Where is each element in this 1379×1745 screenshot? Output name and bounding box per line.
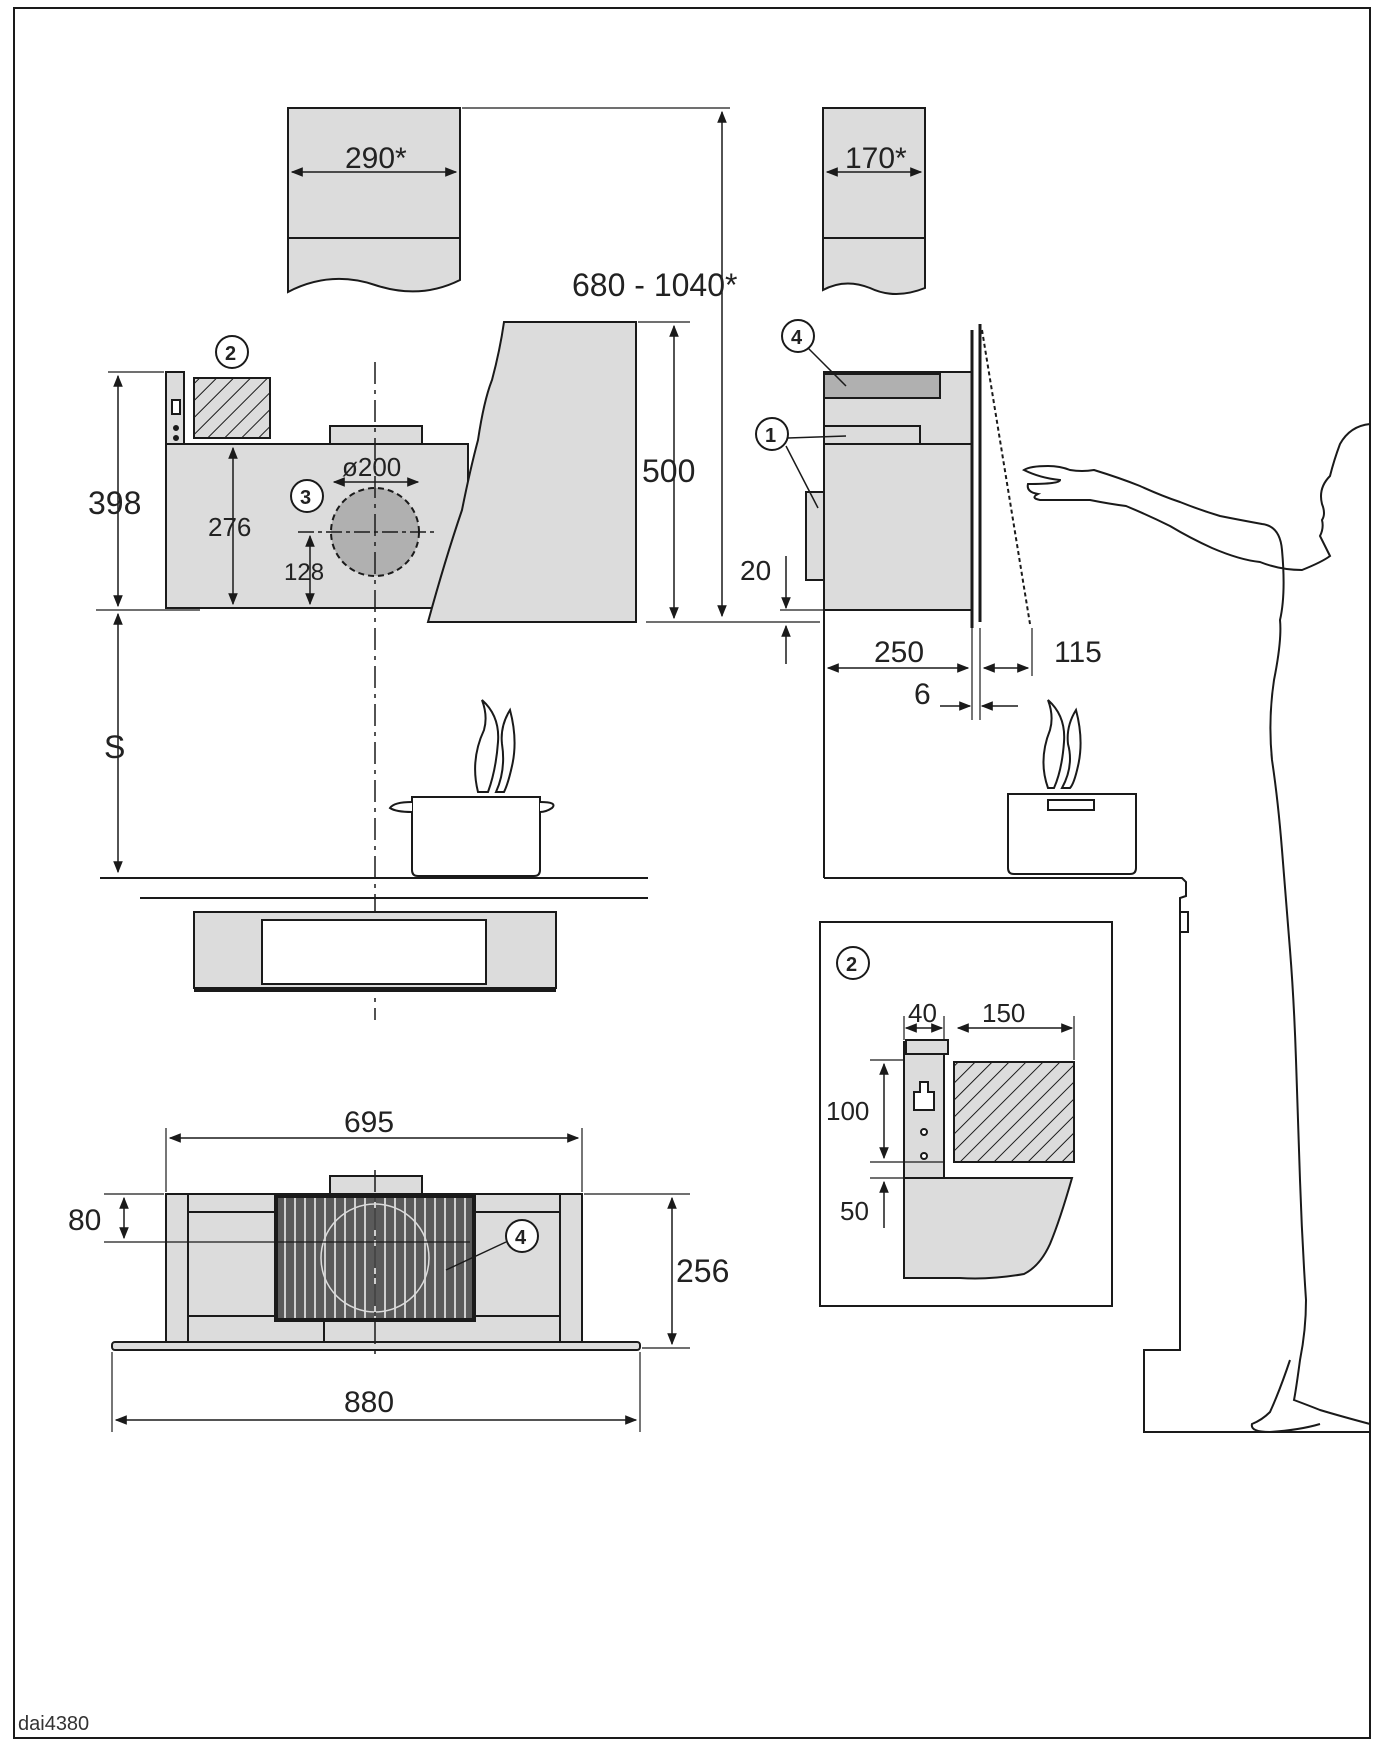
detail-callout-circle	[836, 946, 870, 980]
pot-left	[388, 699, 555, 877]
dim-safety-distance: S	[104, 729, 125, 765]
callout-2-label: 2	[225, 343, 236, 365]
plan-leader-4	[445, 1241, 507, 1271]
chimney-cover-side	[426, 321, 637, 623]
cabinet-right	[824, 877, 1370, 1433]
callout-4-label: 4	[791, 327, 803, 349]
dim-housing-height: 500	[642, 453, 695, 489]
detail-dim-50: 50	[840, 1196, 869, 1226]
callout-1-label: 1	[765, 425, 776, 447]
dim-outlet-center: 128	[284, 559, 324, 586]
callout-3-label: 3	[300, 487, 311, 509]
dim-outlet-height: 276	[208, 512, 251, 542]
callout-2-circle	[215, 335, 249, 369]
dim-front-gap: 20	[740, 555, 771, 586]
leader-1b	[785, 445, 819, 509]
hood-front-view	[193, 911, 557, 992]
person-silhouette	[1022, 423, 1371, 1425]
detail-dim-150: 150	[982, 998, 1025, 1028]
dim-width-b: 170*	[845, 142, 907, 175]
hood-housing-right	[805, 324, 982, 628]
plan-dim-256: 256	[676, 1253, 729, 1289]
detail-dim-100: 100	[826, 1096, 869, 1126]
dim-chimney-height: 680 - 1040*	[572, 267, 737, 303]
dim-glass-offset: 115	[1054, 636, 1102, 669]
plan-view	[111, 1175, 641, 1351]
glass-panel-dotted	[981, 329, 1031, 625]
dim-outlet-diameter: ø200	[342, 452, 401, 482]
callout-1-circle	[755, 417, 789, 451]
plan-dim-80: 80	[68, 1204, 101, 1237]
person-leg-front	[1250, 1359, 1321, 1434]
detail-dim-40: 40	[908, 998, 937, 1028]
cabinet-handle	[1179, 911, 1189, 933]
callout-4-circle	[781, 319, 815, 353]
plan-dim-880: 880	[344, 1386, 394, 1419]
chimney-section-wide	[287, 107, 461, 294]
detail-bracket	[903, 1039, 949, 1179]
dim-total-height: 398	[88, 485, 141, 521]
dim-glass-thickness: 6	[914, 678, 931, 711]
detail-housing	[903, 1177, 1074, 1280]
dim-depth: 250	[874, 636, 924, 669]
plan-callout-4-label: 4	[515, 1227, 527, 1249]
dim-width-a: 290*	[345, 142, 407, 175]
page-frame	[13, 7, 1371, 1739]
pot-right	[1007, 699, 1137, 875]
leader-4	[807, 347, 847, 387]
detail-callout-label: 2	[846, 954, 857, 976]
detail-hatch-block	[953, 1061, 1075, 1163]
drawing-code: dai4380	[18, 1713, 89, 1735]
plan-callout-4-circle	[505, 1219, 539, 1253]
chimney-section-narrow	[822, 107, 926, 295]
callout-3-circle	[290, 479, 324, 513]
leader-1a	[787, 435, 847, 439]
plan-dim-695: 695	[344, 1106, 394, 1139]
